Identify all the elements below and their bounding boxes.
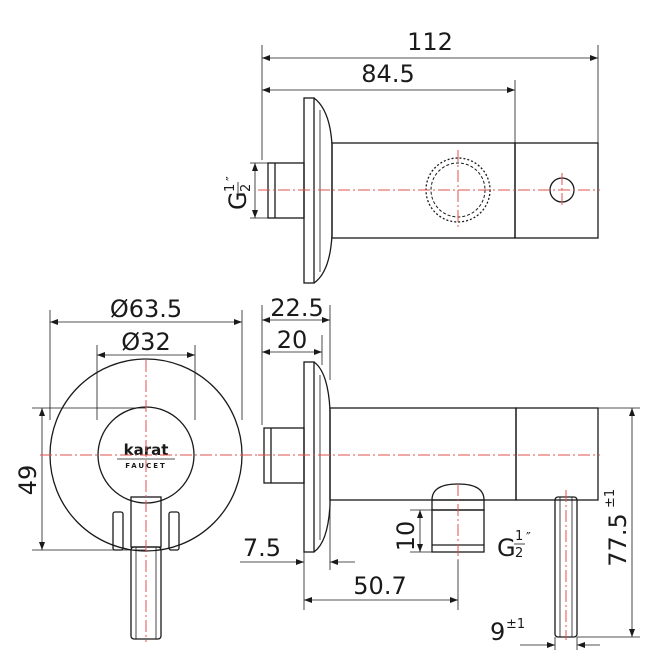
dim-diameter-32: Ø32 bbox=[121, 328, 170, 356]
side-flange-dome bbox=[313, 361, 331, 553]
dim-77-5: 77.5 bbox=[604, 513, 632, 566]
thread-label-top: G 1 2 ″ bbox=[223, 176, 254, 210]
svg-text:1: 1 bbox=[515, 529, 523, 544]
dim-7-5: 7.5 bbox=[243, 534, 281, 562]
svg-text:2: 2 bbox=[515, 546, 523, 561]
dim-9: 9 bbox=[490, 618, 505, 646]
dim-22-5: 22.5 bbox=[270, 294, 323, 322]
top-view: 112 84.5 G 1 2 ″ bbox=[223, 28, 600, 284]
dim-9-group: 9 ±1 bbox=[490, 617, 525, 646]
svg-text:±1: ±1 bbox=[603, 489, 618, 508]
svg-text:″: ″ bbox=[526, 531, 531, 546]
dim-49: 49 bbox=[14, 465, 42, 496]
svg-text:G: G bbox=[497, 534, 516, 562]
thread-label-outlet: G 1 2 ″ bbox=[497, 529, 531, 562]
svg-text:FAUCET: FAUCET bbox=[125, 462, 167, 470]
dim-10: 10 bbox=[392, 521, 420, 552]
side-body-end bbox=[515, 407, 599, 501]
dim-50-7: 50.7 bbox=[353, 572, 406, 600]
svg-text:2: 2 bbox=[239, 184, 254, 192]
svg-text:1: 1 bbox=[223, 184, 238, 192]
svg-text:G: G bbox=[224, 191, 252, 210]
svg-text:±1: ±1 bbox=[506, 617, 525, 632]
dim-diameter-63-5: Ø63.5 bbox=[110, 295, 182, 323]
dim-20: 20 bbox=[277, 326, 308, 354]
dim-112: 112 bbox=[407, 28, 453, 56]
side-view: 22.5 20 7.5 bbox=[240, 294, 640, 650]
dim-84-5: 84.5 bbox=[361, 60, 414, 88]
svg-text:″: ″ bbox=[225, 176, 240, 181]
side-body bbox=[329, 407, 517, 501]
front-view: Ø63.5 Ø32 49 karat FAUCET bbox=[14, 295, 258, 642]
side-flange bbox=[303, 361, 315, 553]
dim-77-5-group: 77.5 ±1 bbox=[603, 489, 632, 567]
